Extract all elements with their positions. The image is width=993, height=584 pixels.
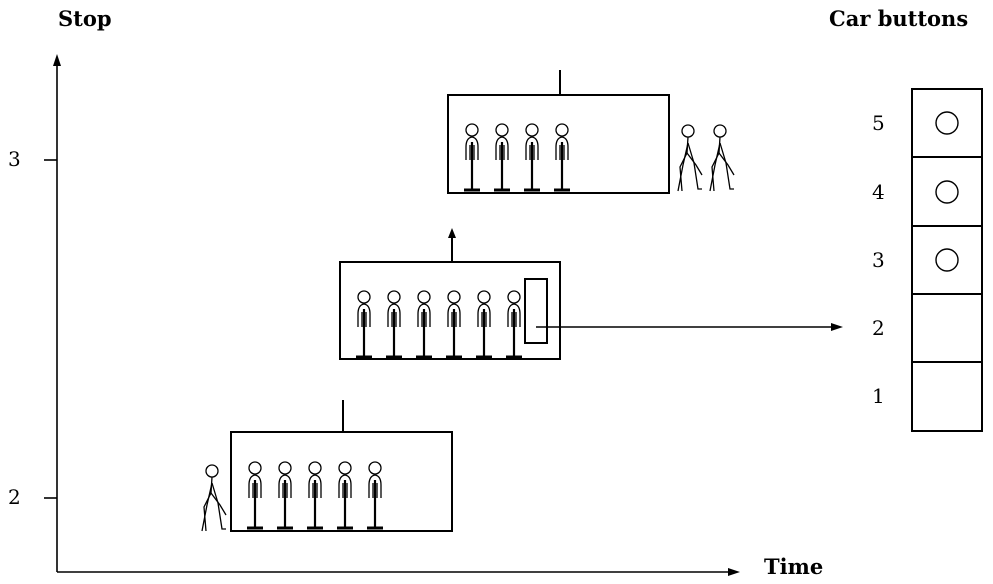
car-box <box>339 261 561 360</box>
waiting-person-icon <box>201 464 227 532</box>
floor-label-2: 2 <box>872 316 885 340</box>
passenger-icon <box>554 123 570 192</box>
passenger-icon <box>386 290 402 359</box>
car-button-panel-icon <box>524 278 548 344</box>
y-axis-title: Stop <box>58 6 112 31</box>
floor-label-4: 4 <box>872 180 885 204</box>
passenger-icon <box>247 461 263 530</box>
x-axis-title: Time <box>764 554 824 579</box>
floor-label-3: 3 <box>872 248 885 272</box>
passenger-icon <box>476 290 492 359</box>
y-axis <box>53 54 61 572</box>
car-moving-up <box>339 228 843 360</box>
floor-label-1: 1 <box>872 384 885 408</box>
passenger-icon <box>367 461 383 530</box>
passenger-icon <box>337 461 353 530</box>
panel-title: Car buttons <box>829 6 969 31</box>
up-arrow-icon <box>448 228 456 238</box>
car-box <box>447 94 670 194</box>
car-buttons-panel <box>911 88 983 432</box>
y-tick-label-2: 2 <box>8 485 21 509</box>
waiting-person-icon <box>709 124 735 192</box>
pressed-button-5-icon <box>935 111 959 135</box>
car-stop-3 <box>447 70 735 194</box>
passenger-icon <box>524 123 540 192</box>
passenger-icon <box>464 123 480 192</box>
y-tick-label-3: 3 <box>8 147 21 171</box>
passenger-icon <box>277 461 293 530</box>
car-box <box>230 431 453 532</box>
x-axis <box>57 568 740 576</box>
passenger-icon <box>506 290 522 359</box>
car-stop-2 <box>201 400 453 532</box>
pressed-button-3-icon <box>935 248 959 272</box>
passenger-icon <box>307 461 323 530</box>
floor-label-5: 5 <box>872 111 885 135</box>
passenger-icon <box>416 290 432 359</box>
passenger-icon <box>494 123 510 192</box>
callout-arrow-icon <box>831 323 843 331</box>
passenger-icon <box>446 290 462 359</box>
waiting-person-icon <box>677 124 703 192</box>
pressed-button-4-icon <box>935 180 959 204</box>
passenger-icon <box>356 290 372 359</box>
